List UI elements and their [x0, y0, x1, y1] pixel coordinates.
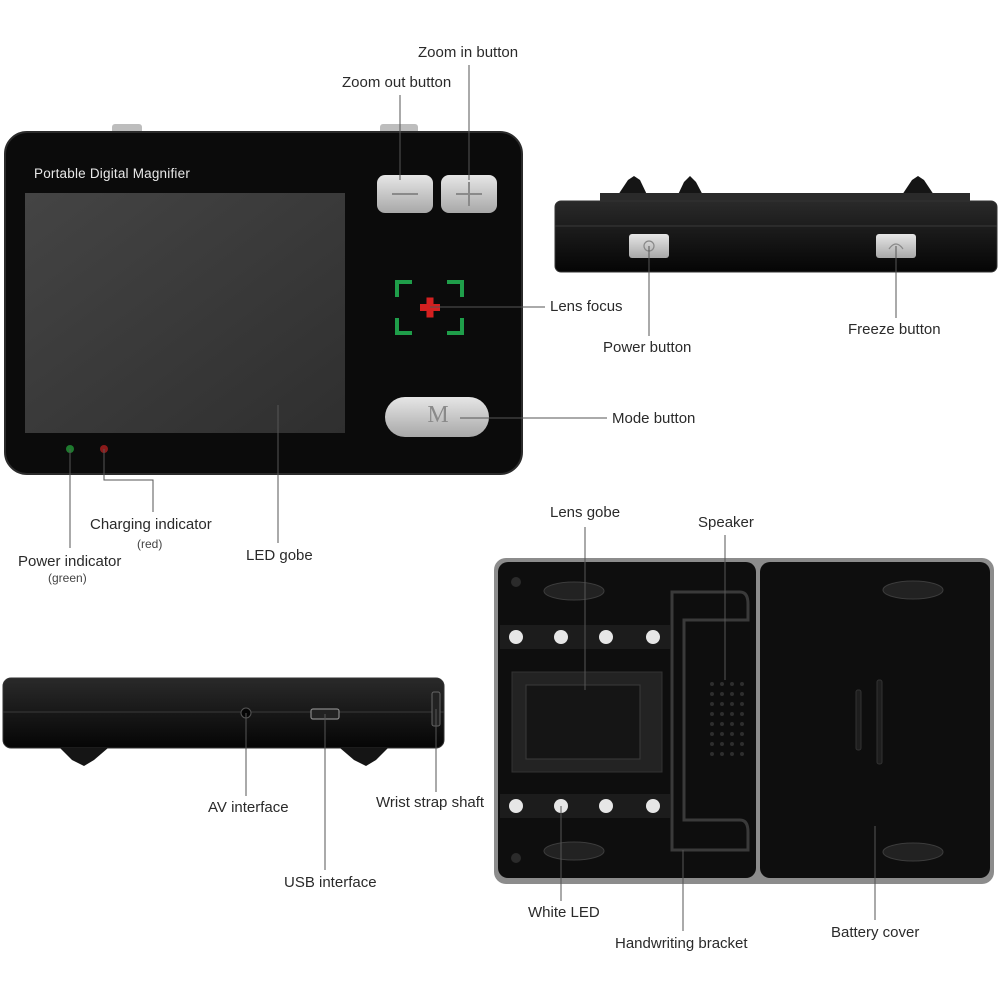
label-battery-cover: Battery cover — [831, 924, 920, 941]
label-zoom-out-button: Zoom out button — [342, 74, 452, 91]
label-usb-interface: USB interface — [284, 874, 377, 891]
label-lens-gobe: Lens gobe — [550, 504, 621, 521]
label-freeze-button: Freeze button — [848, 321, 941, 338]
label-zoom-in-button: Zoom in button — [418, 44, 519, 61]
label-power-indicator: Power indicator — [18, 553, 122, 570]
side-body-bottom — [2, 677, 445, 749]
label-charging-indicator-note: (red) — [137, 537, 163, 551]
speaker-grill — [710, 682, 744, 756]
mode-key-letter: M — [427, 402, 449, 428]
label-lens-focus: Lens focus — [550, 298, 623, 315]
foot-right — [340, 748, 388, 766]
device-brand-text: Portable Digital Magnifier — [34, 166, 191, 181]
lens-window — [525, 684, 641, 760]
label-power-indicator-note: (green) — [48, 571, 87, 585]
label-charging-indicator: Charging indicator — [90, 516, 212, 533]
handwriting-bracket — [670, 590, 750, 852]
label-handwriting-bracket: Handwriting bracket — [615, 935, 748, 952]
label-mode-button: Mode button — [612, 410, 696, 427]
led-screen — [25, 193, 345, 433]
label-av-interface: AV interface — [208, 799, 289, 816]
label-speaker: Speaker — [698, 514, 754, 531]
freeze-icon — [888, 243, 904, 250]
back-view — [494, 558, 994, 884]
side-body-top — [554, 200, 998, 273]
front-view — [4, 124, 523, 475]
leader-lines — [69, 65, 897, 931]
battery-cover — [760, 562, 990, 878]
label-led-gobe: LED gobe — [246, 547, 313, 564]
top-side-view — [554, 176, 998, 273]
label-wrist-strap-shaft: Wrist strap shaft — [376, 794, 485, 811]
mode-button — [385, 397, 489, 437]
label-white-led: White LED — [528, 904, 600, 921]
lens-focus-icon — [395, 280, 464, 335]
foot-left — [60, 748, 108, 766]
label-power-button: Power button — [603, 339, 692, 356]
bottom-side-view — [2, 677, 445, 766]
